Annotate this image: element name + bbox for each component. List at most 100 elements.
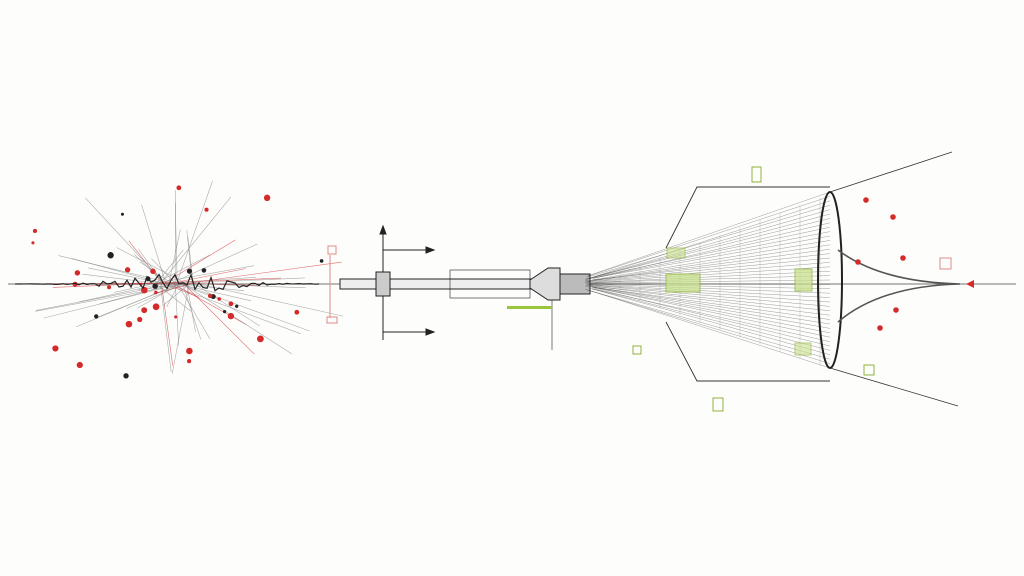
cone-line xyxy=(585,285,831,311)
green-square-marker xyxy=(863,364,875,376)
green-square-marker xyxy=(632,345,642,355)
cone-line xyxy=(594,271,831,283)
burst-ray xyxy=(189,261,342,284)
red-square-marker xyxy=(939,257,952,270)
burst-ray xyxy=(141,204,167,284)
burst-ray xyxy=(181,282,293,355)
red-star-marker xyxy=(256,335,264,343)
cone-line xyxy=(587,196,831,277)
cone-line xyxy=(592,209,831,278)
cone-line xyxy=(591,287,831,333)
burst-ray xyxy=(187,236,194,284)
green-square-marker xyxy=(665,273,701,293)
cone-line xyxy=(590,283,831,289)
red-star-marker xyxy=(107,285,112,290)
red-star-marker xyxy=(152,283,158,289)
green-square-marker xyxy=(794,342,812,356)
projection-line xyxy=(829,367,959,407)
cone-line xyxy=(593,288,831,347)
cone-line xyxy=(587,205,831,278)
burst-ray xyxy=(168,229,181,284)
burst-ray xyxy=(85,197,165,284)
burst-ray xyxy=(97,282,184,318)
cone-line xyxy=(586,231,831,280)
red-star-marker xyxy=(32,228,38,233)
cone-line xyxy=(585,257,831,282)
red-star-marker xyxy=(107,252,114,259)
red-star-marker xyxy=(877,325,883,331)
red-star-marker xyxy=(150,268,156,275)
burst-ray xyxy=(171,243,258,284)
burst-ray xyxy=(156,265,255,284)
projection-line xyxy=(829,151,953,193)
red-star-marker xyxy=(294,309,300,315)
burst-ray xyxy=(161,277,281,284)
burst-ray xyxy=(43,282,184,319)
burst-ray xyxy=(134,254,165,284)
red-star-marker xyxy=(204,207,209,212)
red-star-marker xyxy=(174,315,178,319)
cone-line xyxy=(587,283,831,285)
red-star-marker xyxy=(176,185,182,191)
signal-waveform xyxy=(14,272,320,292)
red-star-marker xyxy=(31,241,35,245)
burst-ray xyxy=(114,282,157,293)
cone-line xyxy=(586,289,831,364)
burst-ray xyxy=(161,282,174,366)
red-square-marker xyxy=(327,245,337,255)
burst-ray xyxy=(171,282,190,374)
cone-line xyxy=(585,285,831,320)
red-star-marker xyxy=(207,293,213,299)
shaft xyxy=(339,267,591,350)
cone-line xyxy=(591,249,831,281)
burst-ray xyxy=(174,282,180,346)
burst-ray xyxy=(99,282,177,305)
burst-ray xyxy=(78,282,166,303)
cone-line xyxy=(585,235,831,280)
red-star-marker xyxy=(863,197,869,203)
cone-line xyxy=(589,285,831,316)
burst-ray xyxy=(166,282,180,307)
horn-curve xyxy=(837,249,961,323)
red-star-marker xyxy=(154,290,158,295)
green-square-marker xyxy=(712,397,724,412)
red-star-marker xyxy=(94,314,99,319)
red-star-marker xyxy=(186,359,192,364)
burst-ray xyxy=(164,239,236,284)
red-star-marker xyxy=(201,268,207,273)
burst-ray xyxy=(138,249,164,284)
green-square-marker xyxy=(751,166,762,183)
red-star-marker xyxy=(890,214,896,220)
red-star-marker xyxy=(227,312,235,320)
red-star-marker xyxy=(235,304,239,308)
red-star-marker xyxy=(186,347,193,355)
cone-line xyxy=(585,253,831,282)
burst-ray xyxy=(160,196,232,284)
red-star-marker xyxy=(893,307,899,313)
red-star-marker xyxy=(125,320,133,328)
burst-ray xyxy=(159,282,172,373)
cone-line xyxy=(585,275,831,283)
burst-ray xyxy=(188,277,305,284)
cone-line xyxy=(589,284,831,307)
burst-ray xyxy=(173,282,252,302)
red-star-marker xyxy=(152,303,160,311)
red-star-marker xyxy=(137,316,143,323)
burst-ray xyxy=(176,180,213,284)
red-star-marker xyxy=(263,194,271,202)
red-star-marker xyxy=(319,259,324,263)
red-star-marker xyxy=(228,301,234,307)
arrow-up-icon xyxy=(379,224,387,235)
burst-ray xyxy=(186,282,196,332)
burst-ray xyxy=(182,282,255,355)
red-star-marker xyxy=(120,212,124,216)
red-star-marker xyxy=(222,310,227,314)
frame-outline xyxy=(665,186,830,249)
cone-structure xyxy=(585,191,831,369)
cone-line xyxy=(593,222,831,279)
burst-ray xyxy=(172,268,246,284)
burst-ray xyxy=(137,282,182,309)
cone-line xyxy=(586,262,831,282)
cone-line xyxy=(587,191,831,277)
